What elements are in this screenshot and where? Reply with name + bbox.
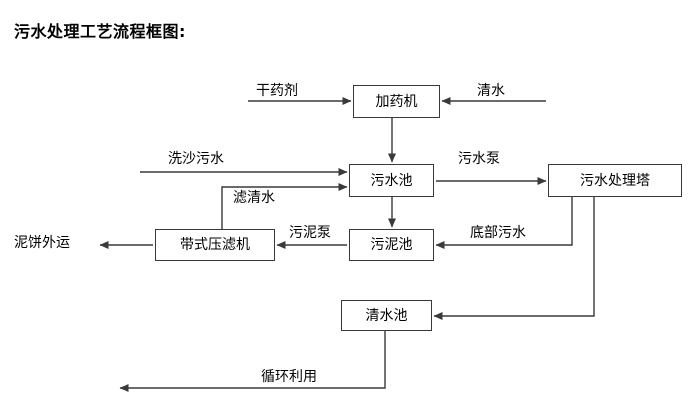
label-sewage-pump: 污水泵 — [458, 151, 500, 167]
node-sewage-pool[interactable]: 污水池 — [349, 164, 434, 197]
node-label: 带式压滤机 — [180, 237, 250, 253]
node-belt-filter-press[interactable]: 带式压滤机 — [155, 229, 275, 261]
node-treatment-tower[interactable]: 污水处理塔 — [548, 164, 682, 197]
label-clean-water-inlet: 清水 — [477, 83, 505, 99]
label-mud-cake-transport: 泥饼外运 — [14, 235, 70, 251]
node-sludge-pool[interactable]: 污泥池 — [349, 229, 434, 261]
label-recycle-use: 循环利用 — [261, 369, 317, 385]
node-label: 加药机 — [375, 93, 418, 110]
node-label: 污水池 — [370, 172, 413, 189]
node-clear-water-pool[interactable]: 清水池 — [341, 300, 432, 331]
edge-tower-to-clear-water-pool — [433, 197, 595, 320]
node-label: 清水池 — [365, 307, 408, 324]
label-dry-chemical: 干药剂 — [256, 83, 298, 99]
page-title: 污水处理工艺流程框图: — [14, 22, 186, 41]
node-label: 污水处理塔 — [580, 172, 650, 189]
label-bottom-sewage: 底部污水 — [470, 225, 526, 241]
label-sludge-pump: 污泥泵 — [289, 225, 331, 241]
label-filtered-water: 滤清水 — [233, 190, 275, 206]
edge-clear-water-to-recycle — [119, 331, 386, 392]
node-dosing-machine[interactable]: 加药机 — [353, 85, 440, 118]
node-label: 污泥池 — [370, 237, 413, 253]
label-sand-wash-water: 洗沙污水 — [168, 151, 224, 167]
